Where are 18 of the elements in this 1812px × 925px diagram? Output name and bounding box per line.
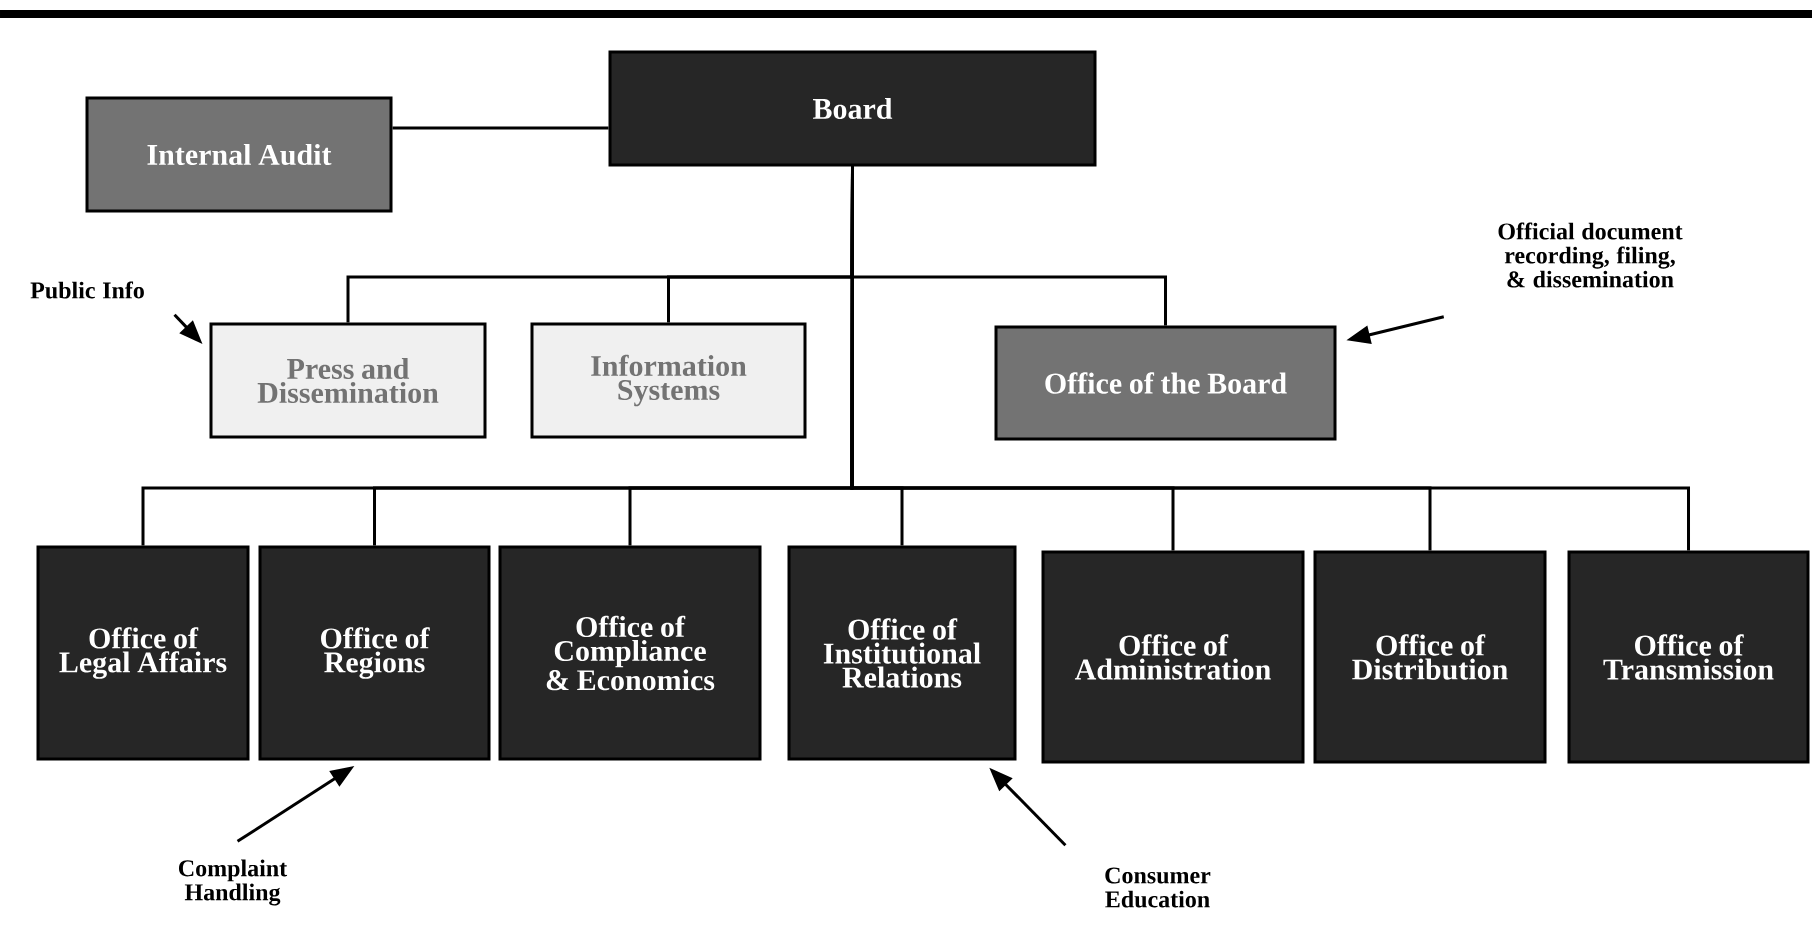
office-box: Office of Regions — [258, 545, 491, 761]
connector-line — [850, 166, 1690, 551]
annotation-text: Consumer Education — [1105, 867, 1211, 908]
annotation-text: Public Info — [30, 281, 144, 299]
office-box: Board — [608, 50, 1097, 167]
office-box: Office of Institutional Relations — [787, 545, 1017, 761]
office-box: Information Systems — [530, 322, 807, 439]
office-box: Press and Dissemination — [209, 322, 487, 439]
office-box: Office of Administration — [1041, 550, 1305, 764]
office-box: Office of Distribution — [1313, 550, 1547, 764]
office-box: Office of the Board — [994, 325, 1337, 441]
office-box: Internal Audit — [85, 96, 393, 213]
office-box: Office of Compliance & Economics — [498, 545, 762, 761]
office-box: Office of Legal Affairs — [36, 545, 250, 761]
annotation-text: Official document recording, filing, & dissemination — [1498, 222, 1683, 288]
office-box: Office of Transmission — [1567, 550, 1810, 764]
connector-line — [392, 126, 609, 130]
annotation-text: Complaint Handling — [179, 859, 288, 906]
